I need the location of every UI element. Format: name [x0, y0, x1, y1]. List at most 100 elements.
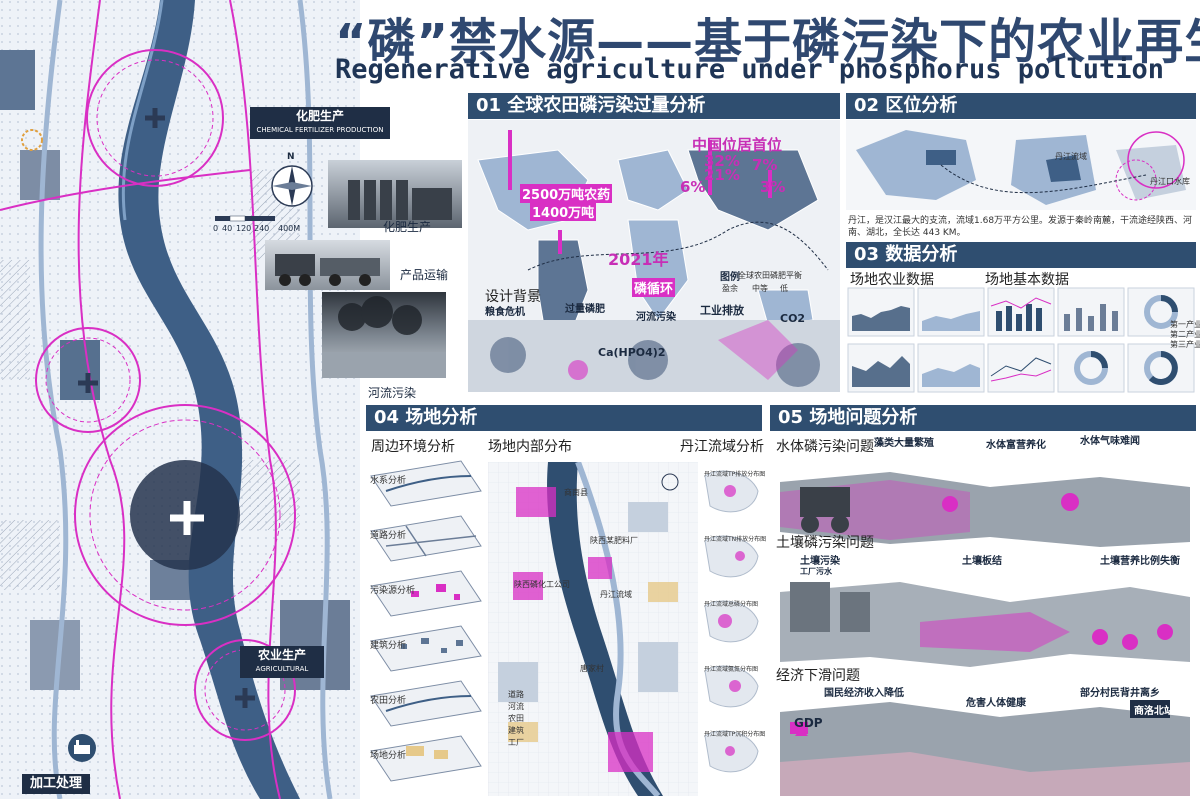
map-label-1: 陕西磷化工公司 — [514, 580, 570, 589]
pct-4: 6% — [680, 178, 706, 196]
pct-3: 7% — [752, 156, 778, 174]
side-label-3: 丹江流域氨氮分布图 — [704, 666, 759, 673]
scale-40: 40 — [222, 224, 233, 233]
legend-item-1: 盈余 — [722, 284, 738, 293]
page-subtitle: Regenerative agriculture under phosphoru… — [335, 54, 1165, 85]
side-label-0: 丹江流域TP排放分布图 — [704, 471, 766, 478]
truck-graphic — [275, 254, 380, 286]
section02-head: 02 区位分析 — [846, 93, 1196, 119]
food-crisis: 粮食危机 — [485, 307, 525, 318]
internal-map — [488, 462, 698, 796]
process-tag: 加工处理 — [22, 774, 91, 794]
eutro: 水体富营养化 — [986, 440, 1046, 451]
water-p: 水体磷污染问题 — [776, 439, 874, 455]
agri-tag: 农业生产 AGRICULTURAL — [240, 646, 324, 678]
industry: 工业排放 — [700, 304, 744, 317]
data-legend-1: 第二产业 — [1170, 330, 1200, 339]
section05-panel — [770, 432, 1196, 796]
legend-int-3: 建筑 — [508, 726, 524, 735]
stat-fert: 1400万吨 — [530, 202, 597, 221]
soil-ratio: 土壤营养比例失衡 — [1100, 556, 1180, 567]
place-1: 丹江口水库 — [1150, 177, 1190, 186]
danjiang-label: 丹江流域分析 — [680, 439, 764, 455]
fertilizer-tag-en: CHEMICAL FERTILIZER PRODUCTION — [256, 126, 384, 134]
photo-truck — [265, 240, 390, 290]
smoke-graphic — [322, 296, 446, 378]
layer-4: 农田分析 — [370, 696, 407, 706]
health: 危害人体健康 — [966, 698, 1026, 709]
legend-title: 图例 — [720, 272, 740, 283]
ca-label: Ca(HPO4)2 — [598, 346, 666, 359]
layer-3: 建筑分析 — [370, 641, 407, 651]
china-rank: 中国位居首位 — [692, 136, 783, 154]
farm-data: 场地农业数据 — [850, 272, 934, 288]
place-0: 丹江流域 — [1055, 152, 1087, 161]
location-maps-graphic — [846, 120, 1196, 210]
legend-int-4: 工厂 — [508, 738, 524, 747]
section02-panel — [846, 120, 1196, 242]
soil-pol: 土壤污染 — [800, 556, 840, 567]
gdp-drop: 国民经济收入降低 — [824, 688, 904, 699]
danjiang-maps-graphic — [704, 470, 759, 773]
legend-item-3: 低 — [780, 284, 788, 293]
gdp-label: GDP — [794, 716, 823, 730]
internal-map-graphic — [488, 462, 698, 796]
surround-label: 周边环境分析 — [371, 439, 455, 455]
legend-int-1: 河流 — [508, 702, 524, 711]
legend-int-0: 道路 — [508, 690, 524, 699]
scale-0: 0 — [213, 224, 219, 233]
base-data: 场地基本数据 — [985, 272, 1069, 288]
econ: 经济下滑问题 — [776, 668, 860, 684]
pct-5: 3% — [760, 178, 786, 196]
stat-pesticide: 2500万吨农药 — [520, 184, 613, 203]
station-label: 商洛北站 — [1134, 706, 1174, 717]
silo-graphic — [348, 180, 452, 220]
agri-tag-en: AGRICULTURAL — [255, 665, 309, 673]
north-label: N — [287, 152, 295, 162]
pct-1: 32% — [704, 152, 740, 170]
section01-panel — [468, 120, 840, 392]
problems-collage-graphic — [780, 472, 1190, 796]
layer-1: 道路分析 — [370, 531, 407, 541]
map-label-0: 陕西某肥料厂 — [590, 536, 638, 545]
location-desc: 丹江，是汉江最大的支流，流域1.68万平方公里。发源于秦岭南麓，干流途经陕西、河… — [848, 216, 1193, 238]
photo-fertilizer-caption: 化肥生产 — [383, 220, 432, 234]
page-title: “磷”禁水源——基于磷污染下的农业再生 — [335, 14, 1200, 70]
section05-head: 05 场地问题分析 — [770, 405, 1196, 431]
river-pol: 河流污染 — [636, 312, 676, 323]
photo-river-caption: 河流污染 — [368, 386, 417, 400]
section01-head: 01 全球农田磷污染过量分析 — [468, 93, 840, 119]
data-charts-graphic — [847, 287, 1195, 393]
map-label-3: 商南县 — [564, 488, 588, 497]
scale-400: 400M — [278, 224, 301, 233]
layer-5: 场地分析 — [370, 751, 407, 761]
smell: 水体气味难闻 — [1080, 436, 1140, 447]
photo-transport-caption: 产品运输 — [400, 268, 449, 282]
layer-0: 水系分析 — [370, 476, 407, 486]
algae: 藻类大量繁殖 — [874, 438, 934, 449]
scale-240: 240 — [254, 224, 270, 233]
data-legend-0: 第一产业 — [1170, 320, 1200, 329]
layer-2: 污染源分析 — [370, 586, 416, 596]
migrate: 部分村民背井离乡 — [1080, 688, 1160, 699]
agri-tag-cn: 农业生产 — [257, 648, 306, 662]
pct-2: 21% — [704, 166, 740, 184]
photo-fertilizer-plant — [328, 160, 462, 228]
side-label-1: 丹江流域TN排放分布图 — [704, 536, 767, 543]
side-label-4: 丹江流域TP沉积分布图 — [704, 731, 766, 738]
fertilizer-tag-cn: 化肥生产 — [295, 109, 344, 123]
section03-head: 03 数据分析 — [846, 242, 1196, 268]
soil-hard: 土壤板结 — [962, 556, 1002, 567]
legend-int-2: 农田 — [508, 714, 524, 723]
internal-label: 场地内部分布 — [488, 439, 572, 455]
map-label-4: 唐家村 — [580, 664, 604, 673]
photo-river-pollution — [322, 292, 446, 378]
legend-item-0: 全球农田磷肥平衡 — [738, 271, 802, 280]
map-label-2: 丹江流域 — [600, 590, 632, 599]
design-bg: 设计背景 — [485, 289, 541, 305]
soil-p: 土壤磷污染问题 — [776, 535, 874, 551]
side-label-2: 丹江流域总磷分布图 — [704, 601, 759, 608]
legend-item-2: 中等 — [752, 284, 768, 293]
compass-icon — [271, 165, 313, 207]
factory-tag: 工厂污水 — [800, 567, 832, 576]
